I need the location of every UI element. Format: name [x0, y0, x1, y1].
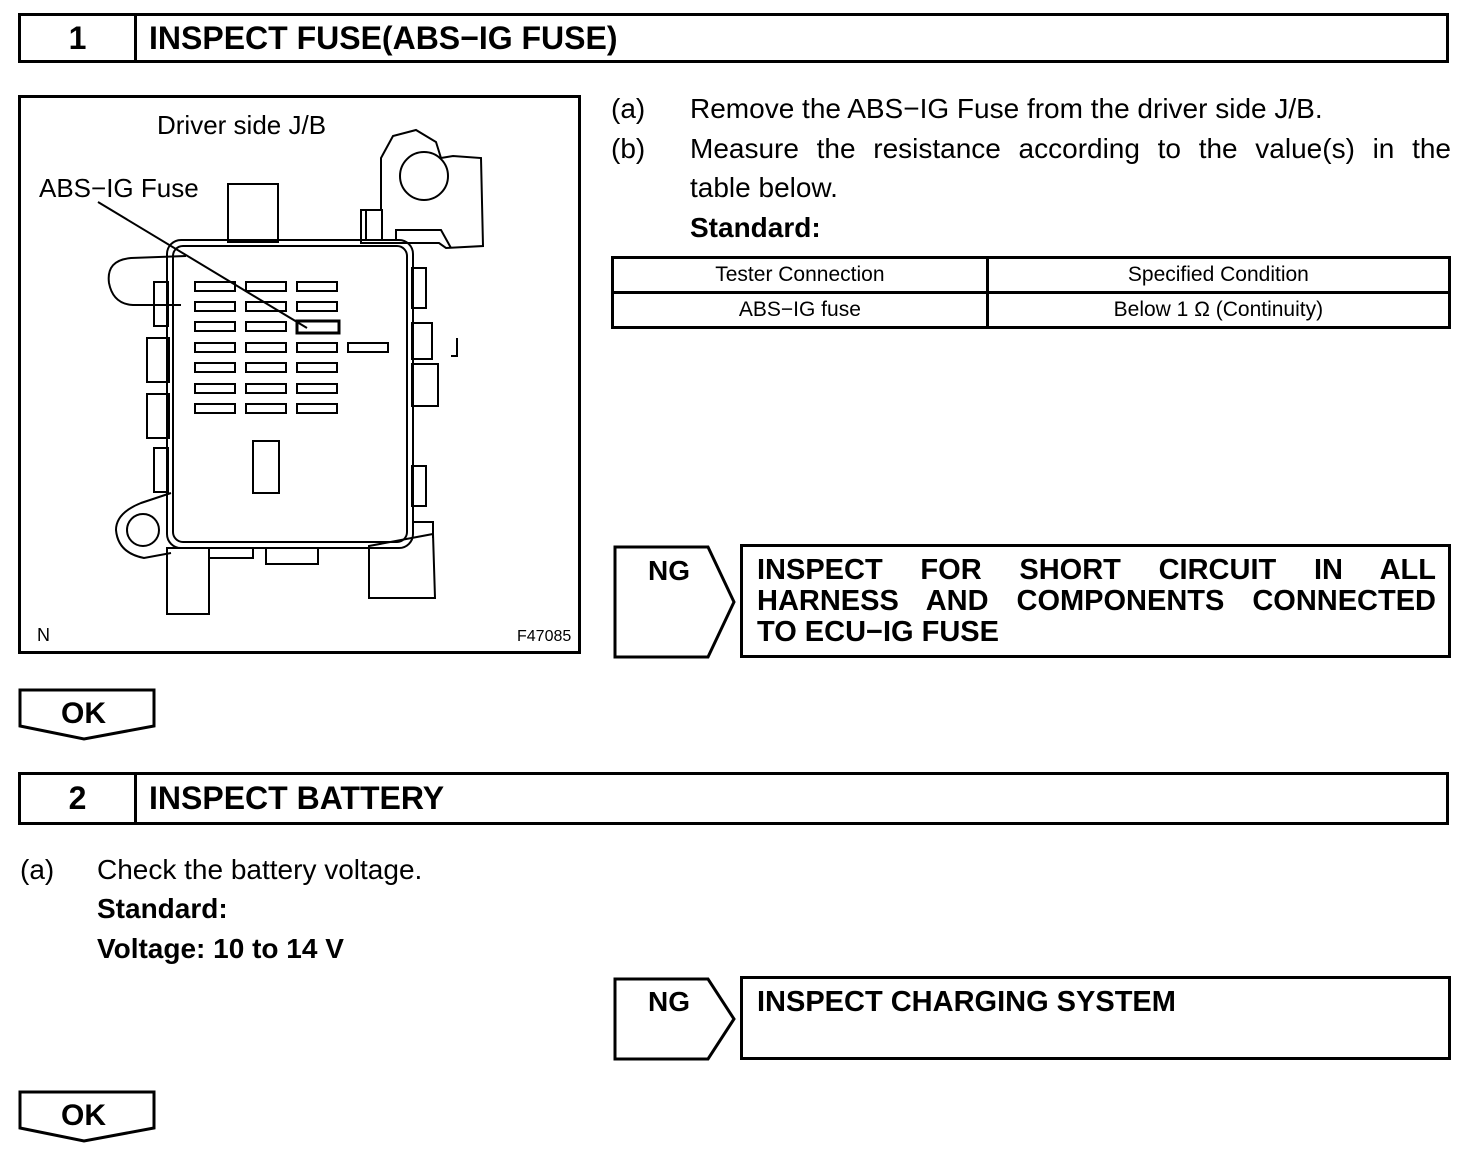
instruction-a-marker: (a): [611, 93, 646, 124]
spec-table: Tester Connection Specified Condition AB…: [611, 256, 1452, 329]
instruction-b-text-line1: Measure the resistance according to the …: [690, 133, 1451, 164]
ng-arrow-2: [613, 977, 736, 1061]
ok-label-1: OK: [61, 697, 106, 730]
step-1-header: 1 INSPECT FUSE(ABS−IG FUSE): [18, 13, 1449, 63]
ng-action-line-1: INSPECT FOR SHORT CIRCUIT IN ALL: [757, 554, 1436, 586]
spec-table-header-cell: Specified Condition: [985, 256, 1452, 294]
figure-label-abs-ig-fuse: ABS−IG Fuse: [39, 173, 199, 203]
step-2-header: 2 INSPECT BATTERY: [18, 772, 1449, 825]
ng-label-2: NG: [648, 986, 690, 1017]
ng-action-line-2: HARNESS AND COMPONENTS CONNECTED: [757, 585, 1436, 617]
ok-arrow-2: [18, 1090, 156, 1143]
step-1-title: INSPECT FUSE(ABS−IG FUSE): [149, 19, 618, 56]
step2-standard-label: Standard:: [97, 893, 228, 924]
abs-ig-fuse-highlight: [295, 319, 341, 335]
ok-label-2: OK: [61, 1099, 106, 1132]
table-cell: ABS−IG fuse: [611, 291, 989, 329]
table-row: ABS−IG fuse Below 1 Ω (Continuity): [611, 291, 1452, 329]
junction-block-diagram: [97, 128, 485, 615]
instruction-b-marker: (b): [611, 133, 646, 164]
step2-standard-value: Voltage: 10 to 14 V: [97, 933, 344, 964]
step2-instruction-a-text: Check the battery voltage.: [97, 854, 423, 885]
step-2-title: INSPECT BATTERY: [149, 780, 445, 816]
table-cell: Below 1 Ω (Continuity): [985, 291, 1452, 329]
ng-label-1: NG: [648, 555, 690, 586]
junction-block-figure: Driver side J/B ABS−IG Fuse N F47085: [18, 95, 581, 654]
step-2-number: 2: [21, 775, 137, 822]
fuse-leader-line: [97, 201, 308, 329]
standard-label: Standard:: [690, 212, 821, 243]
instruction-a-text: Remove the ABS−IG Fuse from the driver s…: [690, 93, 1323, 124]
spec-table-header-row: Tester Connection Specified Condition: [611, 256, 1452, 294]
ng-action-box-2: INSPECT CHARGING SYSTEM: [740, 976, 1451, 1060]
instruction-b-text-line2: table below.: [690, 172, 838, 203]
spec-table-header-cell: Tester Connection: [611, 256, 989, 294]
ng-arrow-1: [613, 545, 736, 659]
step2-instruction-a-marker: (a): [20, 854, 55, 885]
ng-action-box-1: INSPECT FOR SHORT CIRCUIT IN ALL HARNESS…: [740, 544, 1451, 658]
figure-label-driver-side: Driver side J/B: [157, 110, 327, 140]
figure-id: F47085: [517, 628, 572, 645]
ok-arrow-1: [18, 688, 156, 741]
figure-corner-mark: N: [37, 625, 50, 645]
ng-action-line-3: TO ECU−IG FUSE: [757, 616, 999, 648]
ng-action-text-2: INSPECT CHARGING SYSTEM: [757, 986, 1176, 1018]
step-1-number: 1: [21, 16, 137, 60]
